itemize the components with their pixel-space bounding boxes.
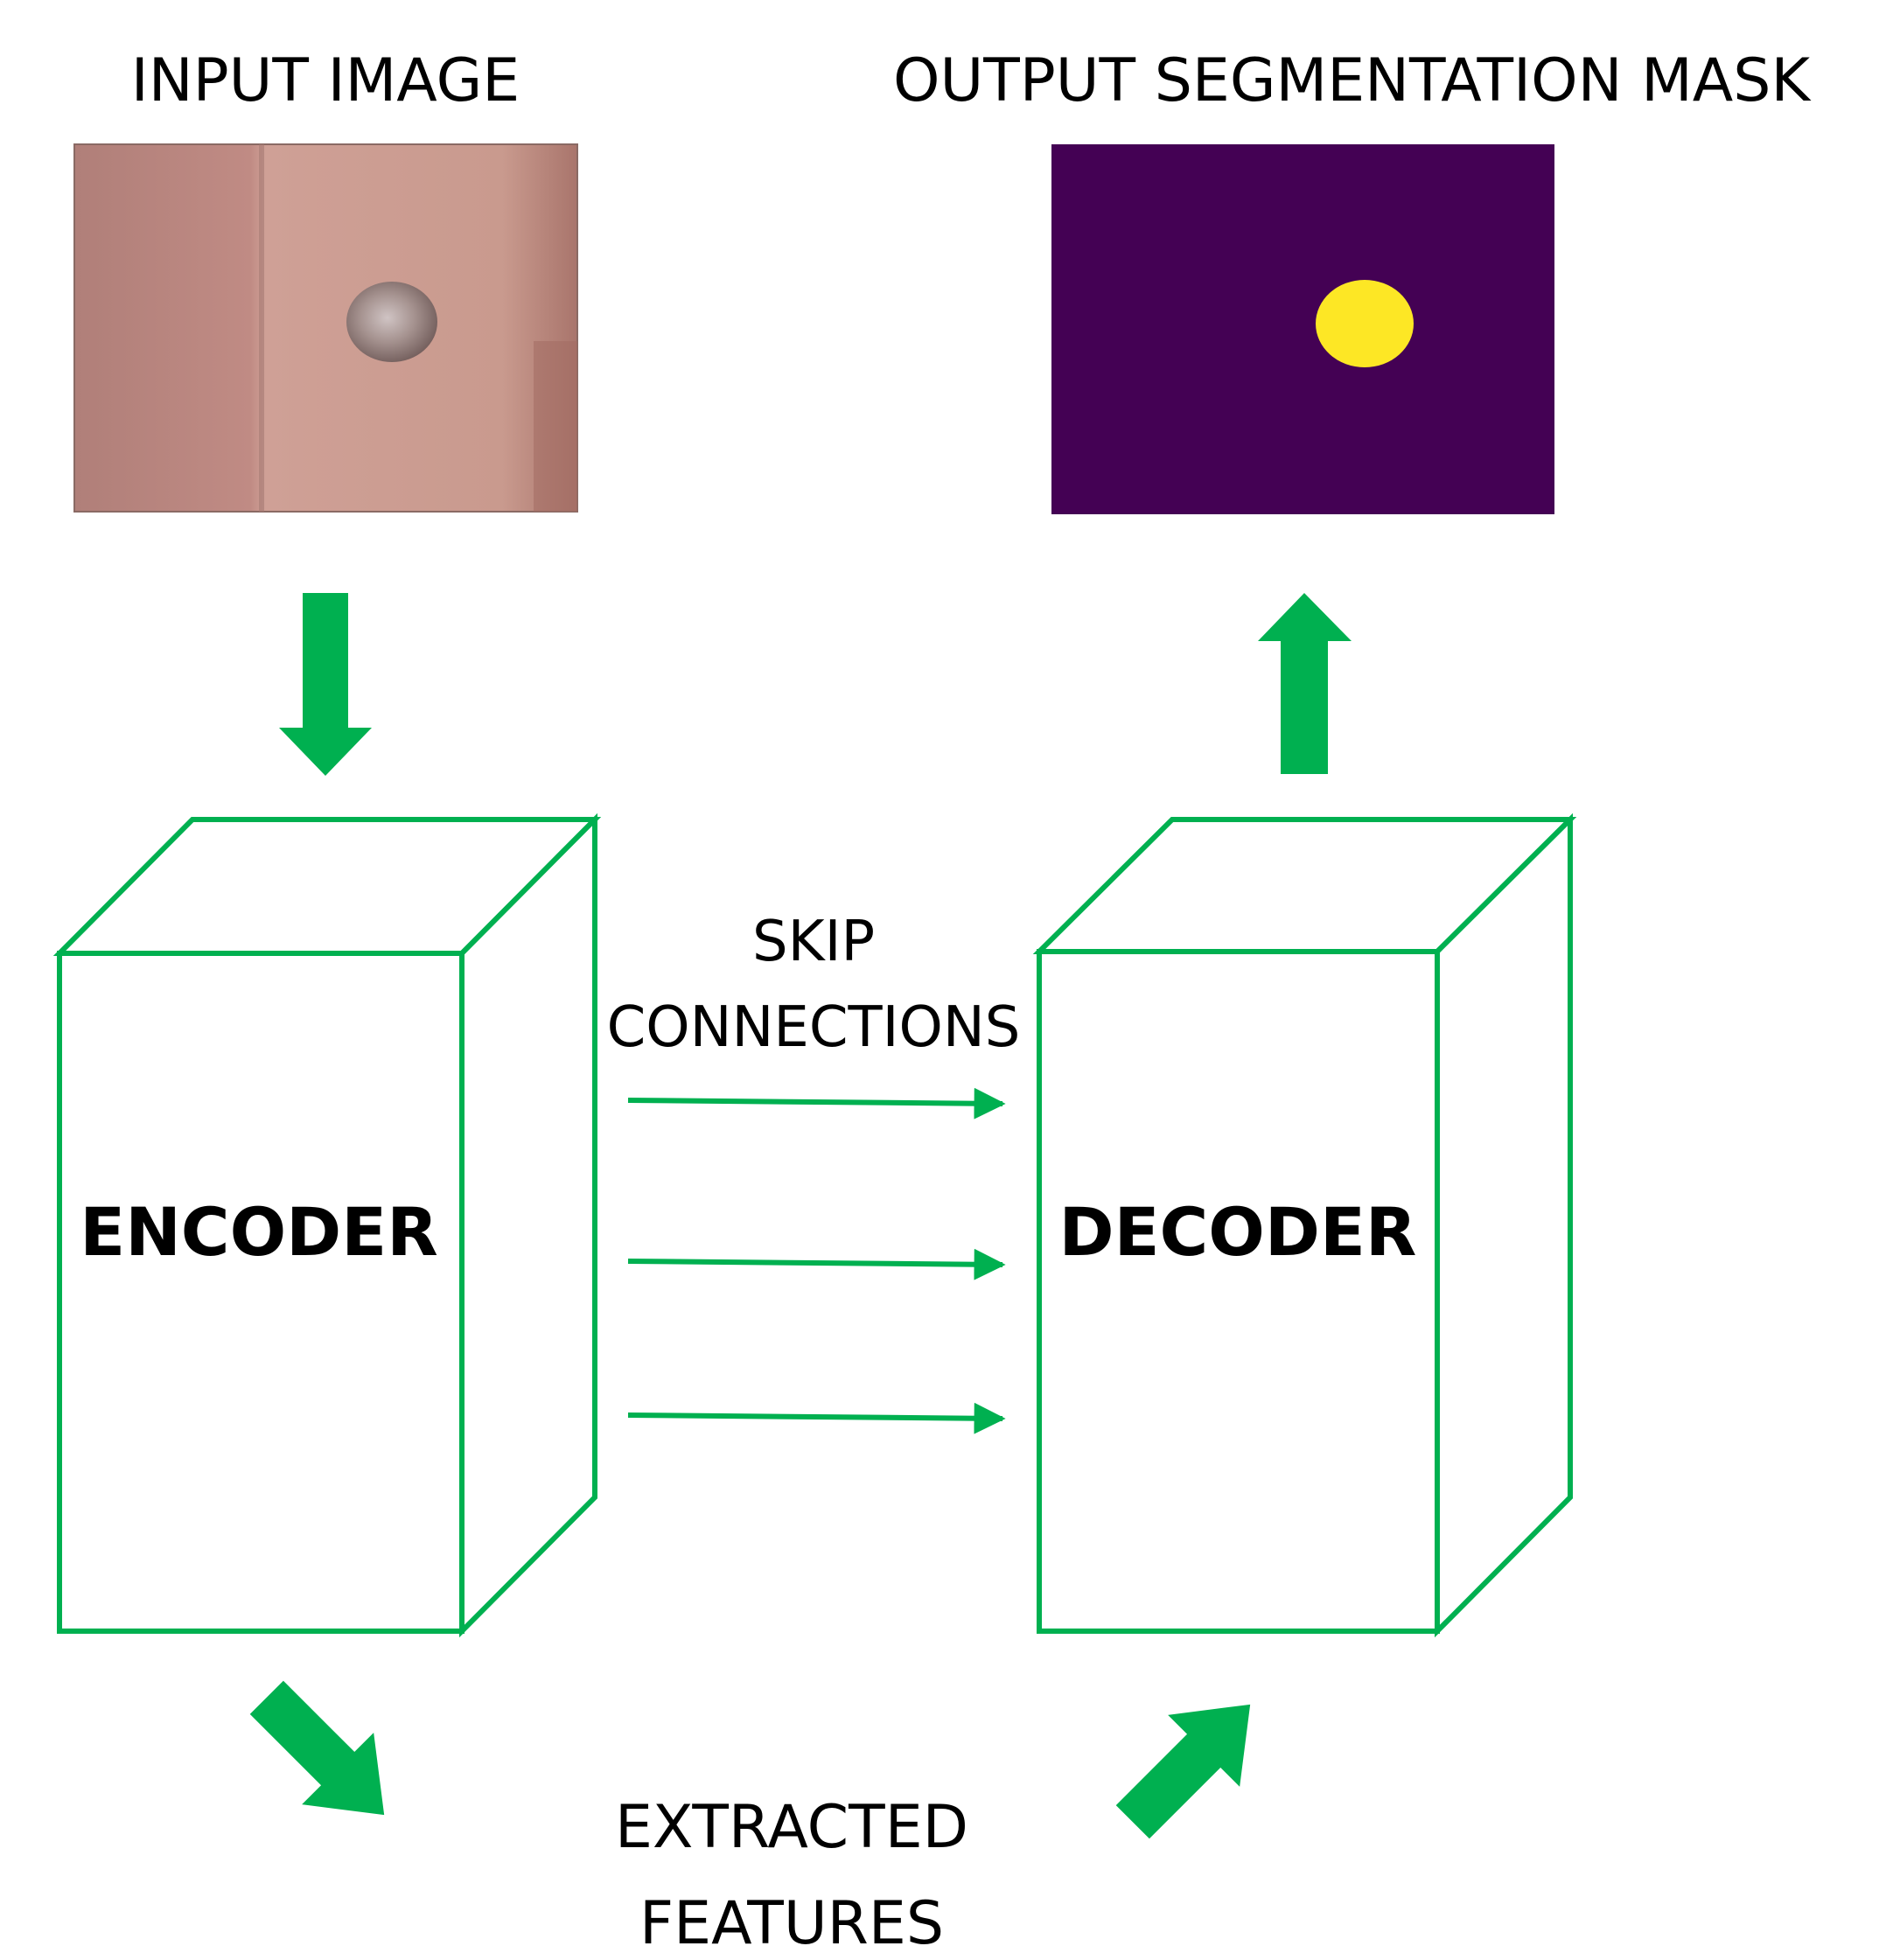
arrow-up-icon bbox=[1258, 593, 1352, 774]
input-image-title: INPUT IMAGE bbox=[131, 46, 520, 115]
encoder-label: ENCODER bbox=[80, 1193, 437, 1271]
encoder-block: ENCODER bbox=[52, 813, 602, 1638]
input-skin-image bbox=[73, 143, 578, 513]
extracted-features-label-line1: EXTRACTED bbox=[615, 1793, 968, 1862]
skip-connection-arrow bbox=[627, 1248, 1006, 1280]
decoder-label: DECODER bbox=[1059, 1193, 1417, 1271]
arrow-up-right-icon bbox=[1115, 1704, 1251, 1839]
arrow-down-right-icon bbox=[249, 1680, 385, 1816]
skin-lesion bbox=[346, 282, 437, 362]
arrow-down-icon bbox=[279, 593, 372, 776]
skip-connection-arrow bbox=[627, 1402, 1006, 1434]
skip-connection-arrow bbox=[627, 1087, 1006, 1120]
skip-connections-label-line2: CONNECTIONS bbox=[607, 995, 1021, 1060]
decoder-block: DECODER bbox=[1032, 813, 1577, 1638]
skip-connections bbox=[627, 1087, 1006, 1434]
segmented-region bbox=[1316, 280, 1414, 367]
output-mask-image bbox=[1051, 144, 1554, 514]
skip-connections-label-line1: SKIP bbox=[752, 910, 875, 974]
output-mask-title: OUTPUT SEGMENTATION MASK bbox=[893, 46, 1813, 115]
extracted-features-label-line2: FEATURES bbox=[639, 1889, 944, 1958]
